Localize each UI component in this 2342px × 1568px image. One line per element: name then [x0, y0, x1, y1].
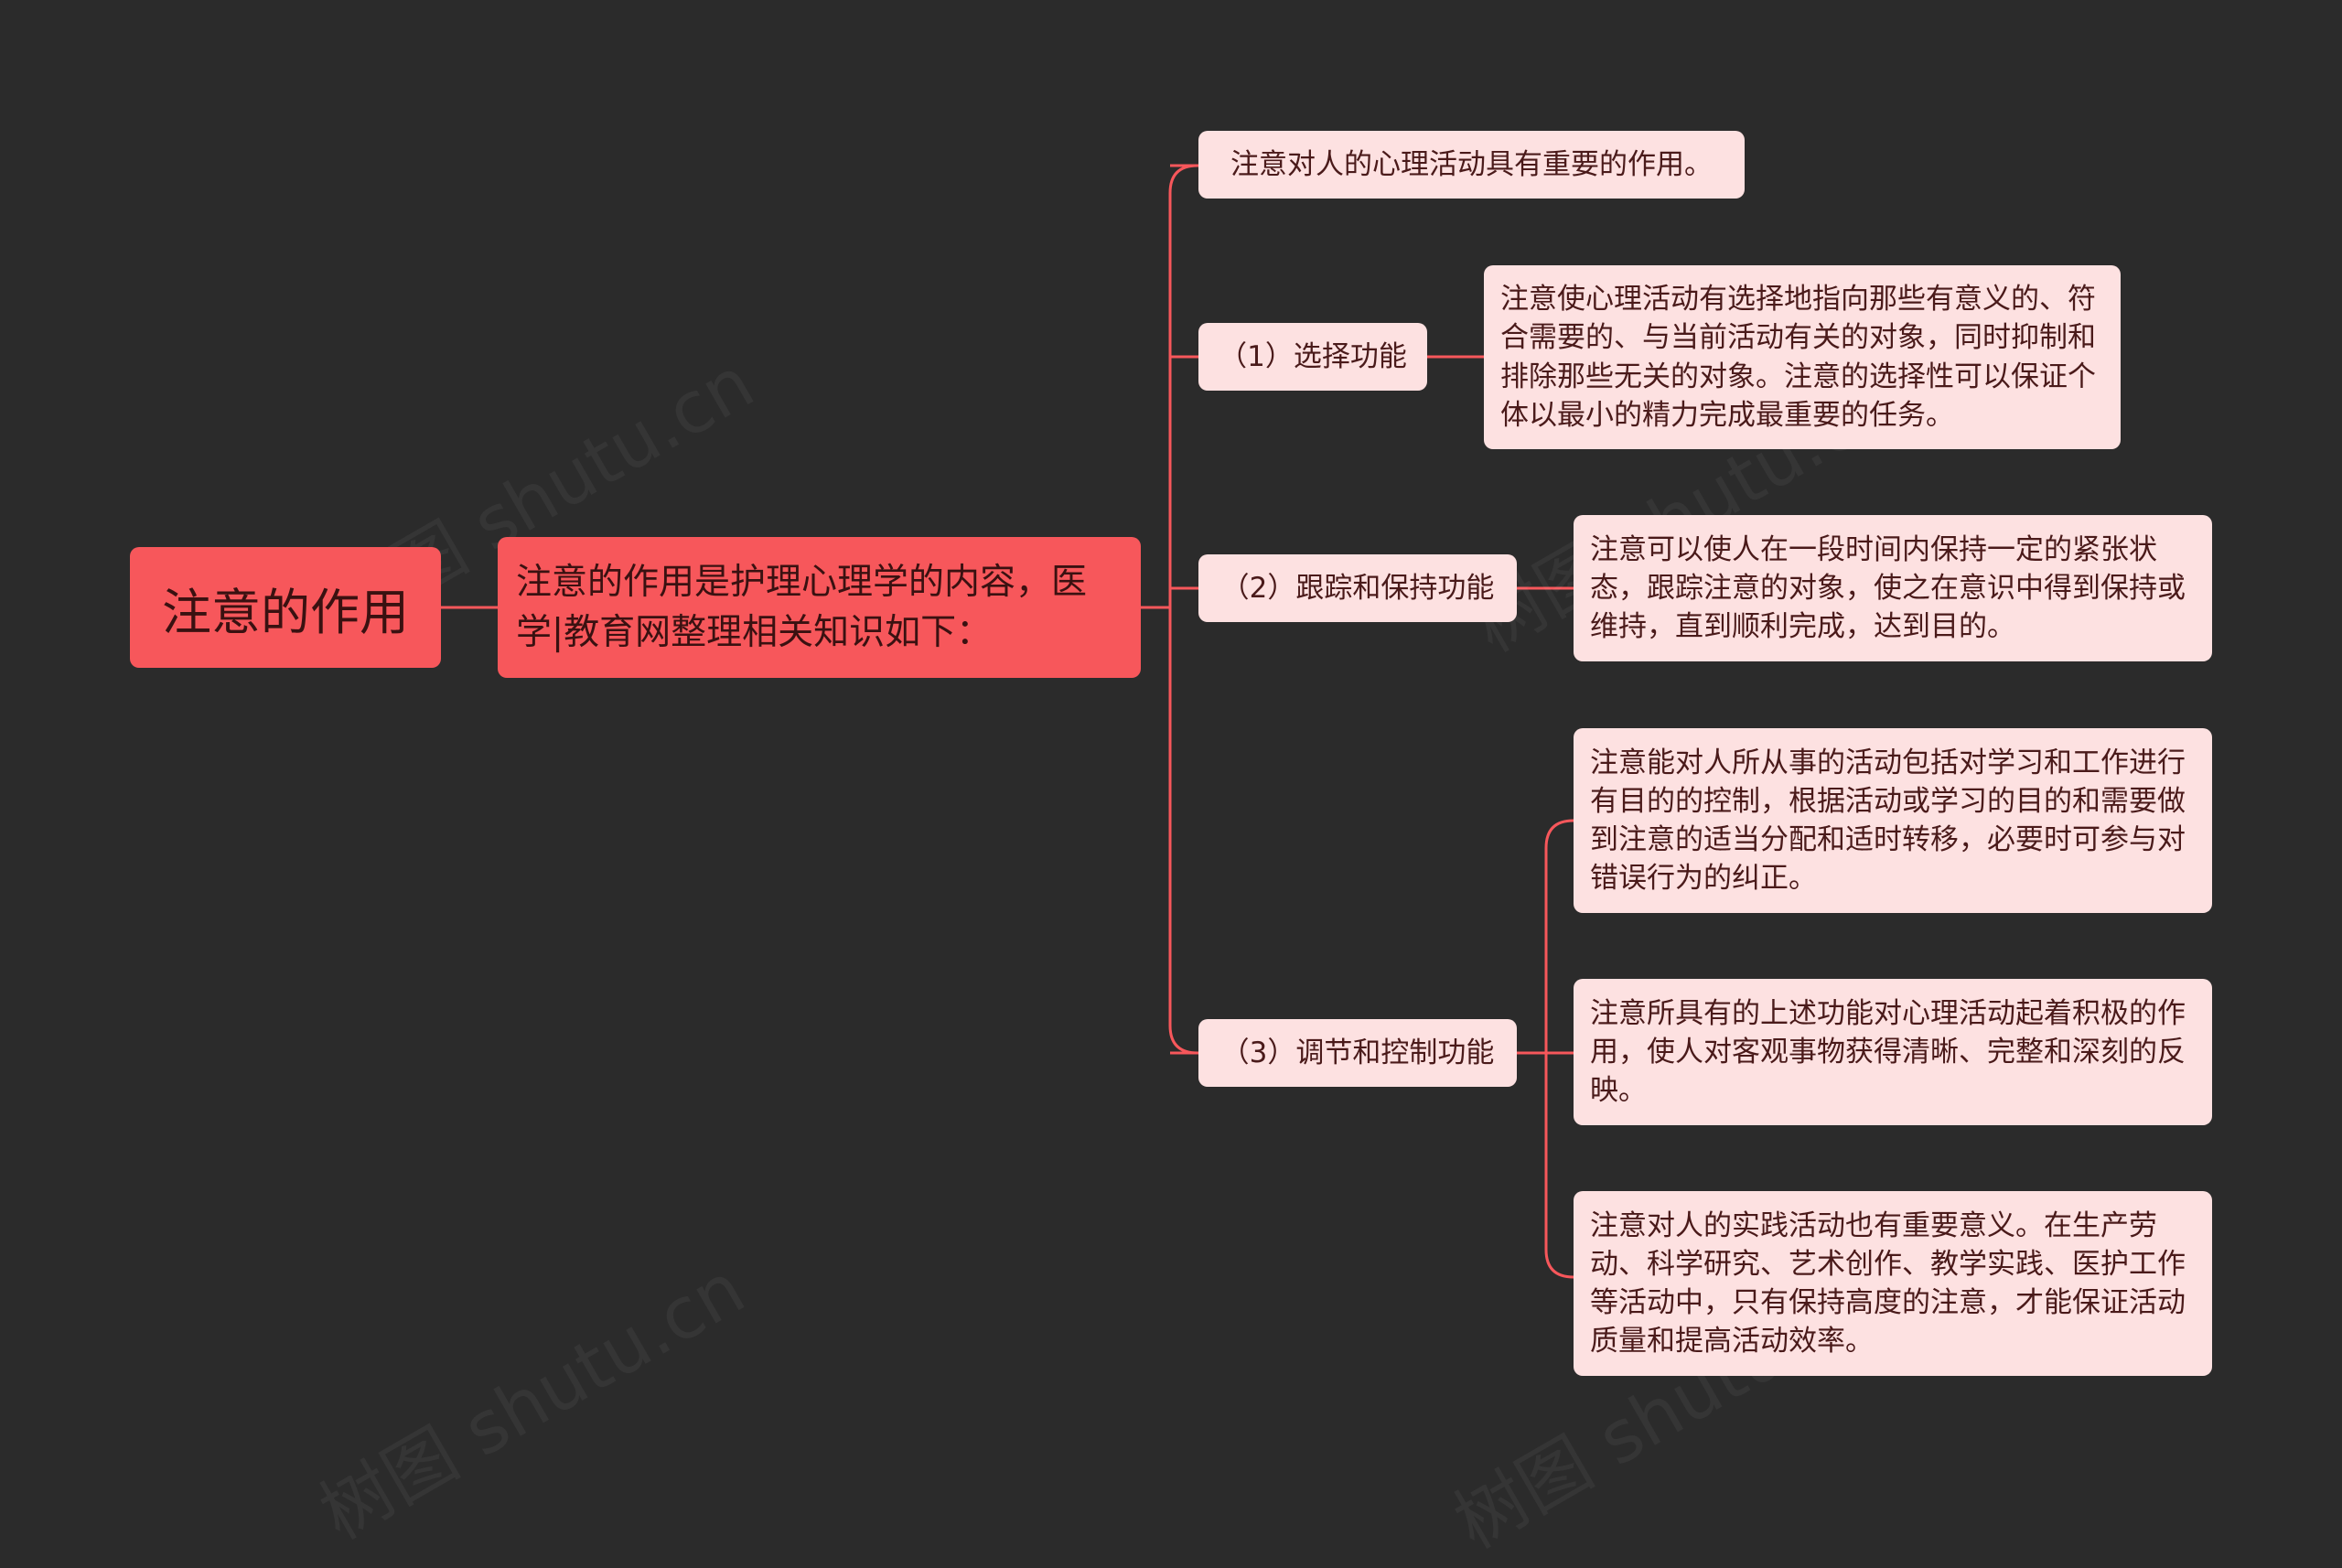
branch-label: （3）调节和控制功能 [1220, 1036, 1495, 1069]
detail-text: 注意可以使人在一段时间内保持一定的紧张状态，跟踪注意的对象，使之在意识中得到保持… [1590, 532, 2186, 644]
detail-text: 注意使心理活动有选择地指向那些有意义的、符合需要的、与当前活动有关的对象，同时抑… [1500, 283, 2096, 432]
connector-lines [441, 164, 1574, 1279]
detail-text: 注意对人的实践活动也有重要意义。在生产劳动、科学研究、艺术创作、教学实践、医护工… [1590, 1208, 2186, 1359]
branch-node-tracking[interactable]: （2）跟踪和保持功能 [1198, 554, 1517, 622]
root-node[interactable]: 注意的作用 [130, 547, 441, 668]
branch-node-importance[interactable]: 注意对人的心理活动具有重要的作用。 [1198, 131, 1745, 199]
root-title: 注意的作用 [162, 583, 409, 641]
detail-node-control[interactable]: 注意能对人所从事的活动包括对学习和工作进行有目的的控制，根据活动或学习的目的和需… [1574, 728, 2212, 913]
detail-text: 注意能对人所从事的活动包括对学习和工作进行有目的的控制，根据活动或学习的目的和需… [1590, 746, 2186, 896]
detail-node-tracking[interactable]: 注意可以使人在一段时间内保持一定的紧张状态，跟踪注意的对象，使之在意识中得到保持… [1574, 515, 2212, 661]
detail-node-selection[interactable]: 注意使心理活动有选择地指向那些有意义的、符合需要的、与当前活动有关的对象，同时抑… [1484, 265, 2121, 449]
intro-text: 注意的作用是护理心理学的内容，医学|教育网整理相关知识如下： [516, 561, 1088, 653]
detail-node-reflection[interactable]: 注意所具有的上述功能对心理活动起着积极的作用，使人对客观事物获得清晰、完整和深刻… [1574, 979, 2212, 1125]
detail-node-practice[interactable]: 注意对人的实践活动也有重要意义。在生产劳动、科学研究、艺术创作、教学实践、医护工… [1574, 1191, 2212, 1376]
intro-node[interactable]: 注意的作用是护理心理学的内容，医学|教育网整理相关知识如下： [498, 537, 1141, 678]
link-trunk-spine [1168, 164, 1198, 1055]
link-b4-spine [1544, 819, 1574, 1279]
branch-node-regulation[interactable]: （3）调节和控制功能 [1198, 1019, 1517, 1087]
branch-label: （1）选择功能 [1219, 339, 1407, 373]
branch-label: （2）跟踪和保持功能 [1220, 571, 1495, 605]
branch-label: 注意对人的心理活动具有重要的作用。 [1230, 147, 1713, 181]
detail-text: 注意所具有的上述功能对心理活动起着积极的作用，使人对客观事物获得清晰、完整和深刻… [1590, 996, 2186, 1108]
branch-node-selection[interactable]: （1）选择功能 [1198, 323, 1427, 391]
